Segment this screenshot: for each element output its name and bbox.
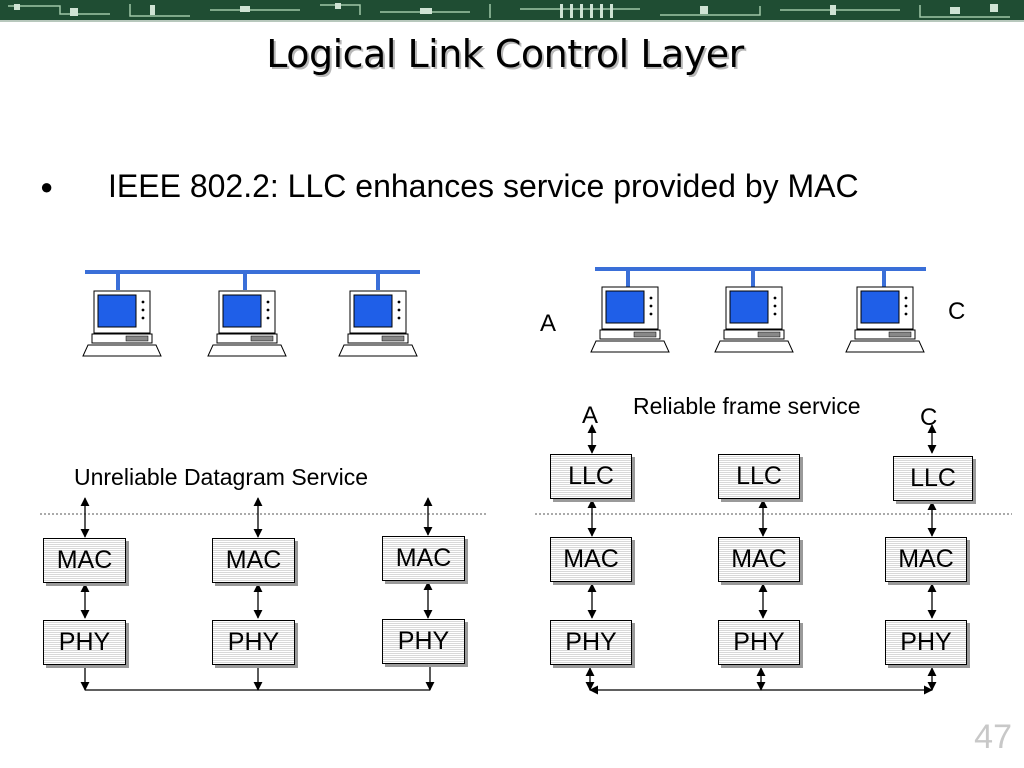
computer-icon [590, 286, 670, 353]
mac-box: MAC [550, 537, 632, 582]
station-a-label: A [540, 310, 557, 337]
mac-box: MAC [212, 538, 295, 583]
phy-box: PHY [43, 620, 126, 665]
mac-box: MAC [885, 537, 967, 582]
phy-box: PHY [550, 620, 632, 665]
station-c-label: C [948, 298, 966, 325]
llc-box: LLC [718, 454, 800, 499]
stack-c-label: C [920, 404, 938, 431]
llc-box: LLC [550, 454, 632, 499]
right-lan-bus [595, 267, 926, 287]
stack-a-label: A [582, 402, 599, 429]
bullet-text: IEEE 802.2: LLC enhances service provide… [108, 168, 859, 204]
computer-icon [845, 286, 925, 353]
phy-box: PHY [718, 620, 800, 665]
reliable-service-label: Reliable frame service [633, 393, 861, 419]
mac-box: MAC [43, 538, 126, 583]
right-medium [585, 667, 937, 695]
phy-box: PHY [382, 619, 465, 664]
slide-title: Logical Link Control Layer [266, 32, 744, 76]
unreliable-service-label: Unreliable Datagram Service [74, 464, 369, 490]
right-stack-arrows [587, 424, 937, 619]
page-number: 47 [974, 718, 1012, 756]
left-stack-arrows [80, 497, 433, 619]
llc-box: LLC [893, 456, 973, 501]
circuit-pattern-icon [0, 0, 1024, 22]
computer-icon [338, 290, 418, 357]
mac-box: MAC [382, 536, 465, 581]
phy-box: PHY [212, 620, 295, 665]
computer-icon [207, 290, 287, 357]
computer-icon [82, 290, 162, 357]
mac-box: MAC [718, 537, 800, 582]
computer-icon [714, 286, 794, 353]
left-medium [80, 666, 435, 691]
phy-box: PHY [885, 620, 967, 665]
circuit-banner [0, 0, 1024, 22]
bullet-icon: ● [40, 174, 54, 199]
left-lan-bus [85, 270, 420, 290]
